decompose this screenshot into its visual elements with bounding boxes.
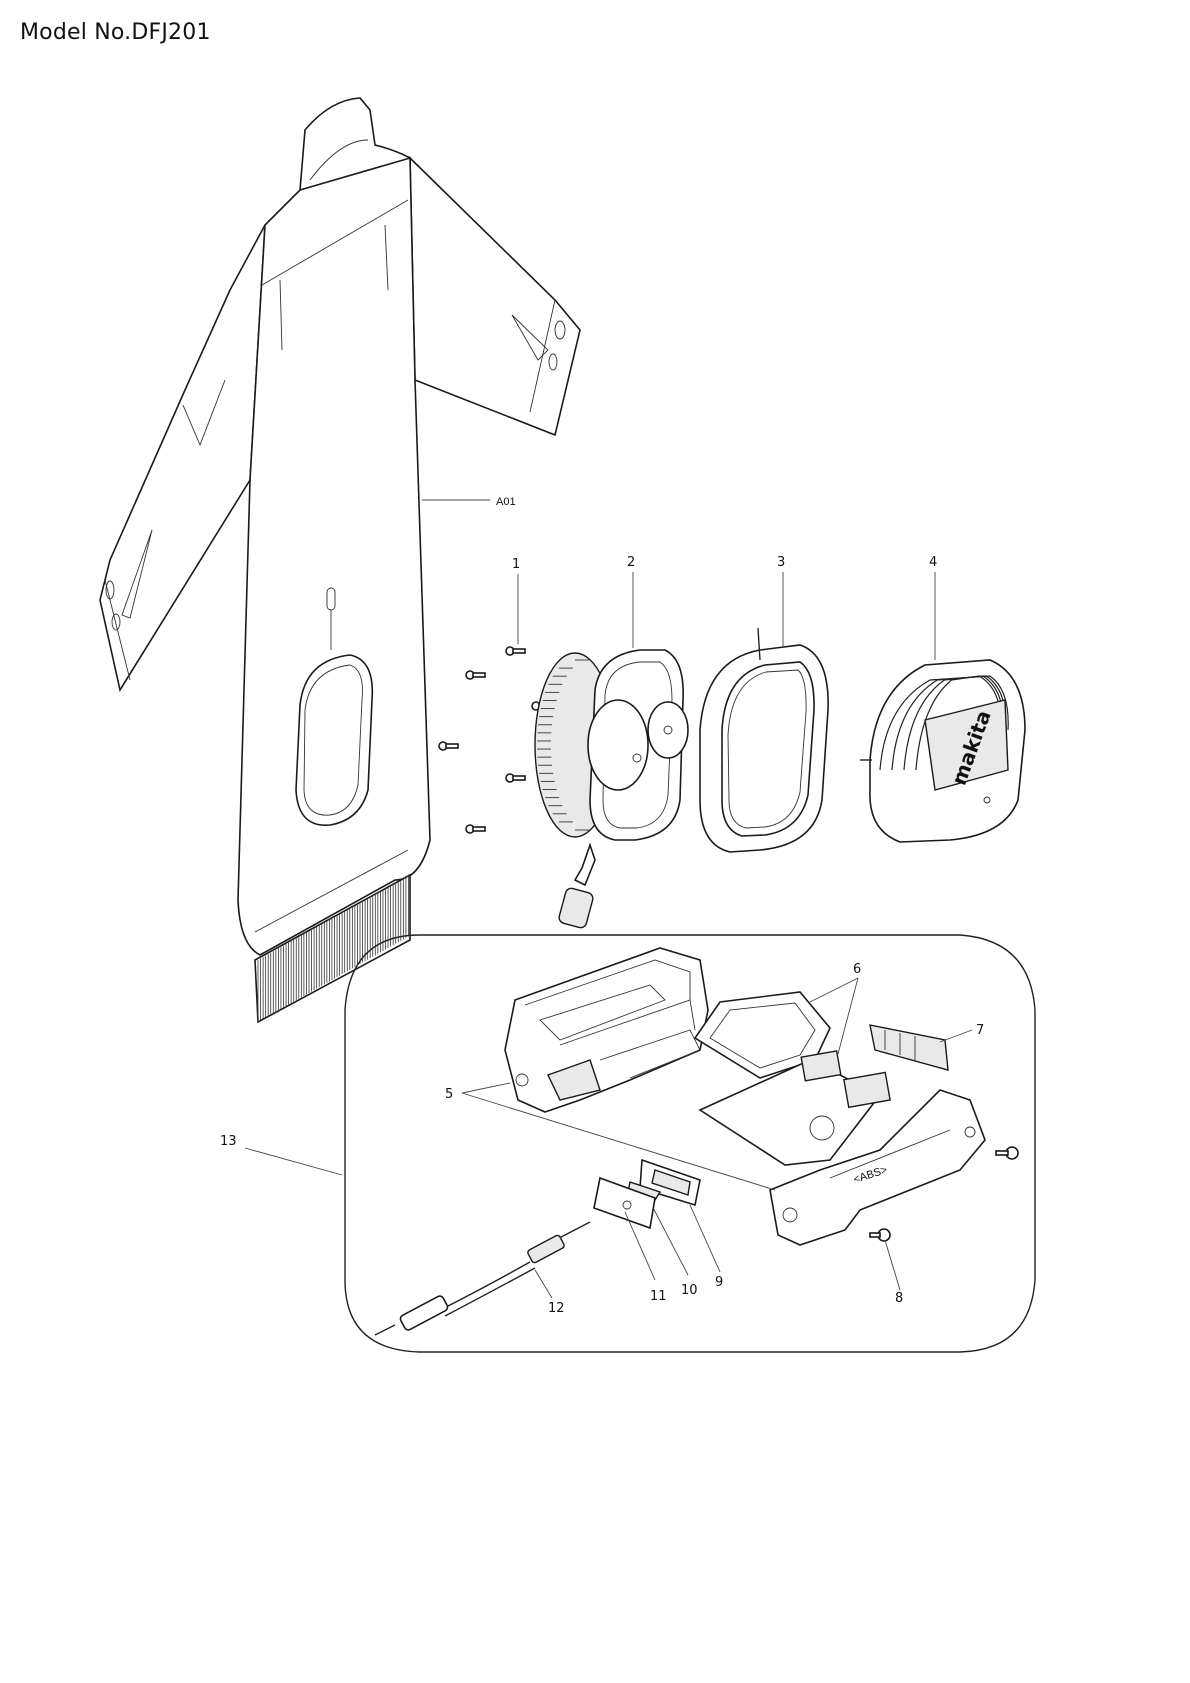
mounting-plate (593, 1176, 656, 1230)
upper-housing (504, 947, 709, 1113)
inset-border (344, 934, 1036, 1353)
callout-9: 9 (715, 1275, 723, 1290)
jacket (99, 97, 581, 1024)
callout-11: 11 (650, 1289, 667, 1304)
callout-10: 10 (681, 1283, 698, 1298)
callout-1: 1 (512, 557, 520, 572)
callout-8: 8 (895, 1291, 903, 1306)
callout-7: 7 (976, 1023, 984, 1038)
fan-unit (534, 649, 689, 929)
fan-cover: makita (860, 659, 1026, 843)
callout-4: 4 (929, 555, 937, 570)
control-board-assembly (693, 991, 891, 1166)
lower-housing: <ABS> (769, 1089, 986, 1246)
callout-a01: A01 (496, 496, 516, 508)
callout-13: 13 (220, 1134, 237, 1149)
callout-6: 6 (853, 962, 861, 977)
battery-terminal (869, 1024, 949, 1071)
screws (438, 646, 550, 834)
jacket-hem-fringe (254, 873, 411, 1024)
callout-2: 2 (627, 555, 635, 570)
frame-gasket (699, 627, 829, 853)
dc-cable (374, 1221, 591, 1336)
callout-3: 3 (777, 555, 785, 570)
callout-12: 12 (548, 1301, 565, 1316)
callout-5: 5 (445, 1087, 453, 1102)
model-title: Model No.DFJ201 (20, 20, 211, 45)
switch-plate (639, 1158, 701, 1207)
adapter-screws (869, 1146, 1019, 1242)
